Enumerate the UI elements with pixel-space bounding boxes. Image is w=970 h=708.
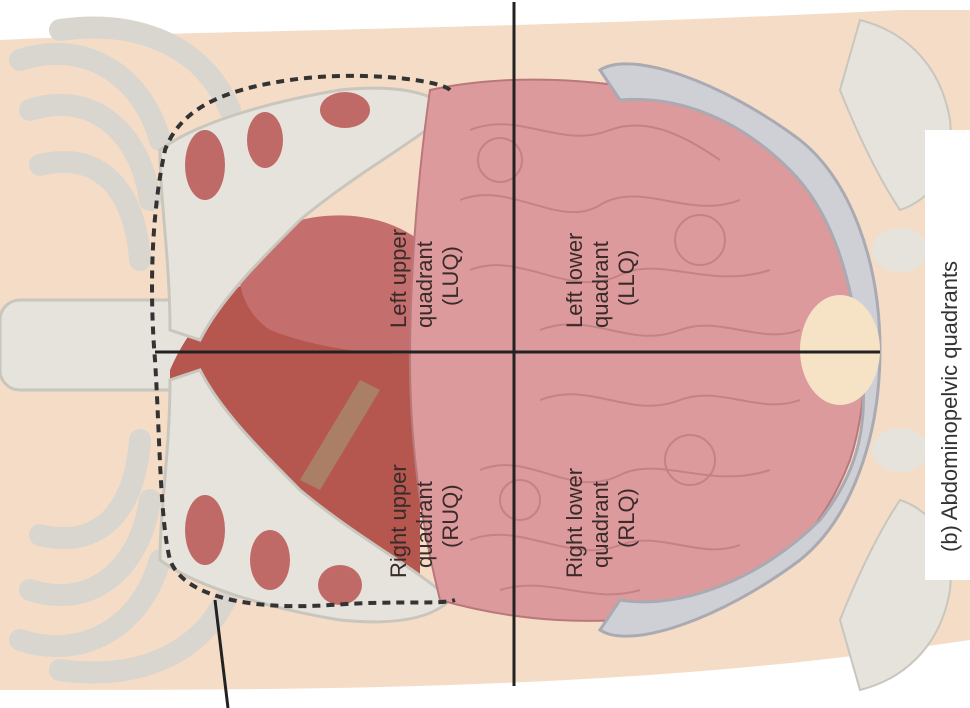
llq-line3: (LLQ) — [614, 250, 639, 306]
llq-line1: Left lower — [562, 233, 587, 328]
luq-line3: (LUQ) — [438, 246, 463, 306]
sacrum-upper — [872, 228, 928, 272]
rlq-line2: quadrant — [588, 481, 613, 568]
luq-line1: Left upper — [386, 229, 411, 328]
ruq-line2: quadrant — [412, 481, 437, 568]
llq-line2: quadrant — [588, 241, 613, 328]
luq-line2: quadrant — [412, 241, 437, 328]
figure-caption: (b) Abdominopelvic quadrants — [937, 261, 962, 552]
ruq-line3: (RUQ) — [438, 484, 463, 548]
rlq-line1: Right lower — [562, 468, 587, 578]
ruq-line1: Right upper — [386, 464, 411, 578]
rlq-line3: (RLQ) — [614, 488, 639, 548]
bladder — [800, 295, 880, 405]
caption-group: (b) Abdominopelvic quadrants — [937, 261, 962, 552]
sacrum-lower — [872, 428, 928, 472]
